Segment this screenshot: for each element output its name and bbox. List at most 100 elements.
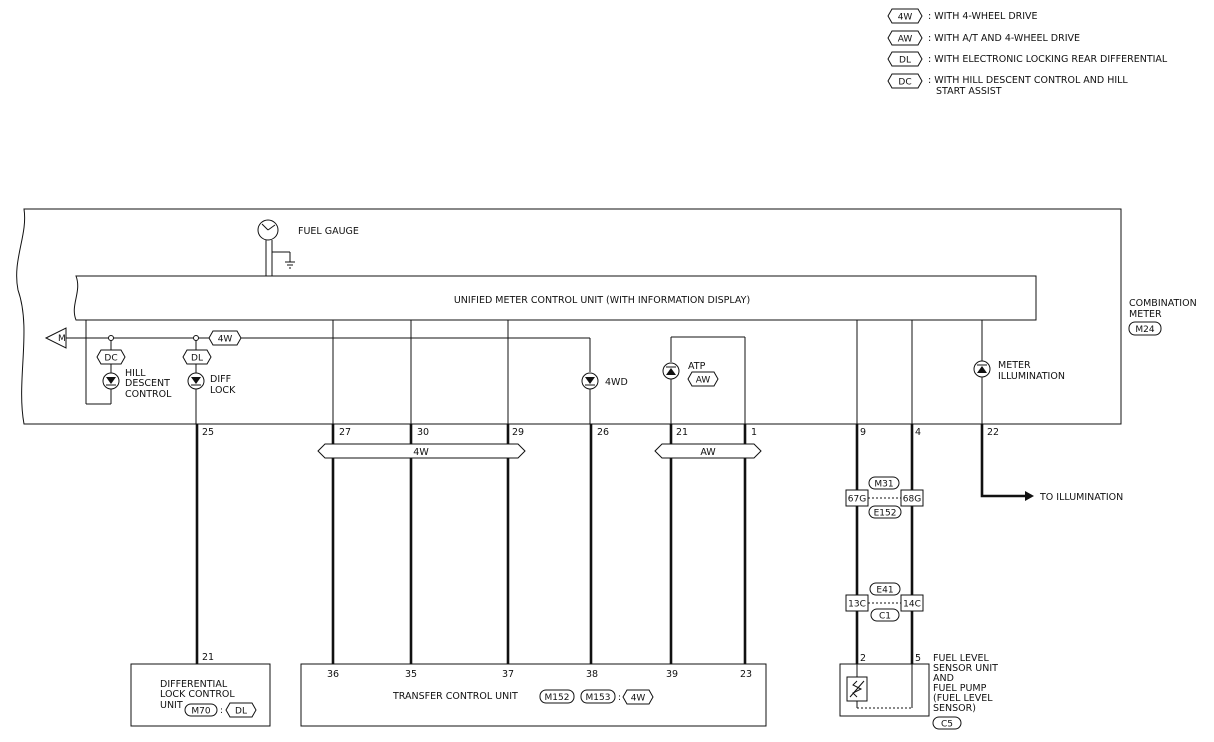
- transfer-pin-37: 37: [502, 669, 514, 680]
- legend-item-aw: AW : WITH A/T AND 4-WHEEL DRIVE: [887, 30, 1080, 46]
- meter-connector: M24: [1135, 325, 1154, 335]
- transfer-pin-35: 35: [405, 669, 417, 680]
- dc-option-tag: [96, 349, 126, 365]
- meter-name-line2: METER: [1129, 309, 1162, 320]
- connector-pin-13c: 13C: [848, 600, 866, 610]
- to-illumination-label: TO ILLUMINATION: [1039, 492, 1123, 503]
- legend-hex-aw: [887, 30, 923, 46]
- m-buzzer-label: M: [58, 334, 66, 344]
- meter-pin-30: 30: [417, 427, 429, 438]
- 4wd-label: 4WD: [605, 377, 628, 388]
- illumination-label-2: ILLUMINATION: [998, 371, 1065, 382]
- diff-label-2: LOCK: [210, 385, 236, 396]
- 4w-bus-option-code: 4W: [218, 335, 233, 345]
- diff-unit-label-2: LOCK CONTROL: [160, 689, 235, 700]
- 4w-bus-option-tag: [208, 330, 242, 346]
- connector-e152: E152: [874, 509, 897, 519]
- transfer-connector-2: M153: [586, 693, 611, 703]
- fuel-level-sensor-unit: 2 5 FUEL LEVEL SENSOR UNIT AND FUEL PUMP…: [839, 653, 998, 730]
- dc-option-code: DC: [104, 354, 117, 364]
- meter-pin-9: 9: [860, 427, 866, 438]
- transfer-pin-38: 38: [586, 669, 598, 680]
- transfer-option: 4W: [631, 694, 646, 704]
- fuel-sensor-label-1: FUEL LEVEL: [933, 653, 990, 664]
- legend-item-dl: DL : WITH ELECTRONIC LOCKING REAR DIFFER…: [887, 51, 1168, 67]
- legend-text-dc: : WITH HILL DESCENT CONTROL AND HILL: [928, 75, 1128, 86]
- combination-meter-outline: [16, 208, 1122, 425]
- fuel-sensor-label-2: SENSOR UNIT: [933, 663, 998, 674]
- meter-pin-22: 22: [987, 427, 999, 438]
- meter-pin-29: 29: [512, 427, 524, 438]
- illumination-label-1: METER: [998, 360, 1031, 371]
- transfer-pin-23: 23: [740, 669, 752, 680]
- transfer-pin-39: 39: [666, 669, 678, 680]
- aw-atp-option-tag: [687, 371, 719, 387]
- diff-unit-label-1: DIFFERENTIAL: [160, 679, 228, 690]
- fuel-sensor-pin-5: 5: [915, 653, 921, 664]
- transfer-unit-label: TRANSFER CONTROL UNIT: [392, 691, 518, 702]
- connector-pin-68g: 68G: [903, 495, 921, 505]
- legend-hex-dc: [887, 73, 923, 89]
- legend-code-dc: DC: [898, 78, 911, 88]
- dl-option-tag: [182, 349, 212, 365]
- arrow-right-icon: [1025, 491, 1034, 501]
- legend-hex-4w: [887, 8, 923, 24]
- connector-c1: C1: [879, 612, 891, 622]
- fuel-sensor-pin-2: 2: [860, 653, 866, 664]
- fuel-sensor-label-6: SENSOR): [933, 703, 976, 714]
- fuel-gauge-icon: [257, 219, 279, 241]
- fuel-sensor-label-4: FUEL PUMP: [933, 683, 987, 694]
- meter-pin-27: 27: [339, 427, 351, 438]
- fuel-sensor-label-5: (FUEL LEVEL: [933, 693, 993, 704]
- diff-unit-pin: 21: [202, 652, 214, 663]
- connector-e41-c1: 13C 14C E41 C1: [845, 582, 924, 622]
- legend-code-aw: AW: [898, 35, 913, 45]
- legend-text-aw: : WITH A/T AND 4-WHEEL DRIVE: [928, 33, 1080, 44]
- svg-text::: :: [618, 693, 621, 703]
- legend-text-dl: : WITH ELECTRONIC LOCKING REAR DIFFERENT…: [928, 54, 1168, 65]
- transfer-control-unit: 36 35 37 38 39 23 TRANSFER CONTROL UNIT …: [300, 663, 767, 727]
- atp-label: ATP: [688, 361, 706, 372]
- diff-unit-option: DL: [235, 707, 247, 717]
- aw-atp-option-code: AW: [696, 376, 711, 386]
- meter-pin-1: 1: [751, 427, 757, 438]
- dl-option-code: DL: [191, 354, 203, 364]
- connector-e41: E41: [876, 586, 893, 596]
- connector-pin-14c: 14C: [903, 600, 921, 610]
- connector-m31-e152: 67G 68G M31 E152: [845, 476, 924, 519]
- harness-aw: AW: [654, 443, 762, 459]
- diff-label-1: DIFF: [210, 374, 231, 385]
- meter-pins: 25 27 30 29 26 21 1 9 4 22: [202, 427, 999, 438]
- legend-hex-dl: [887, 51, 923, 67]
- connector-pin-67g: 67G: [848, 495, 866, 505]
- meter-pin-25: 25: [202, 427, 214, 438]
- meter-pin-26: 26: [597, 427, 609, 438]
- legend-text-4w: : WITH 4-WHEEL DRIVE: [928, 11, 1038, 22]
- meter-pin-4: 4: [915, 427, 921, 438]
- diff-unit-connector: M70: [191, 707, 210, 717]
- wire-22-illumination: [980, 424, 1025, 498]
- fuel-gauge-label: FUEL GAUGE: [298, 226, 359, 237]
- fuel-sensor-connector: C5: [941, 720, 953, 730]
- differential-lock-control-unit: 21 DIFFERENTIAL LOCK CONTROL UNIT M70 : …: [130, 652, 271, 727]
- meter-name-line1: COMBINATION: [1129, 298, 1197, 309]
- harness-4w: 4W: [317, 443, 526, 459]
- hill-label-2: DESCENT: [125, 378, 170, 389]
- unified-meter-control-unit: [73, 275, 1037, 321]
- hill-label-1: HILL: [125, 368, 146, 379]
- meter-pin-21: 21: [676, 427, 688, 438]
- legend-item-4w: 4W : WITH 4-WHEEL DRIVE: [887, 8, 1038, 24]
- connector-m31: M31: [874, 480, 893, 490]
- svg-text::: :: [220, 706, 223, 716]
- legend: 4W : WITH 4-WHEEL DRIVE AW : WITH A/T AN…: [887, 8, 1168, 97]
- harness-aw-label: AW: [700, 447, 716, 458]
- legend-item-dc: DC : WITH HILL DESCENT CONTROL AND HILL …: [887, 73, 1128, 97]
- fuel-gauge: FUEL GAUGE: [257, 219, 359, 276]
- legend-code-dl: DL: [899, 56, 911, 66]
- control-unit-label: UNIFIED METER CONTROL UNIT (WITH INFORMA…: [454, 295, 750, 306]
- diff-unit-label-3: UNIT: [160, 700, 183, 711]
- meter-connector-badge: [1128, 321, 1162, 336]
- transfer-pin-36: 36: [327, 669, 339, 680]
- fuel-sensor-label-3: AND: [933, 673, 954, 684]
